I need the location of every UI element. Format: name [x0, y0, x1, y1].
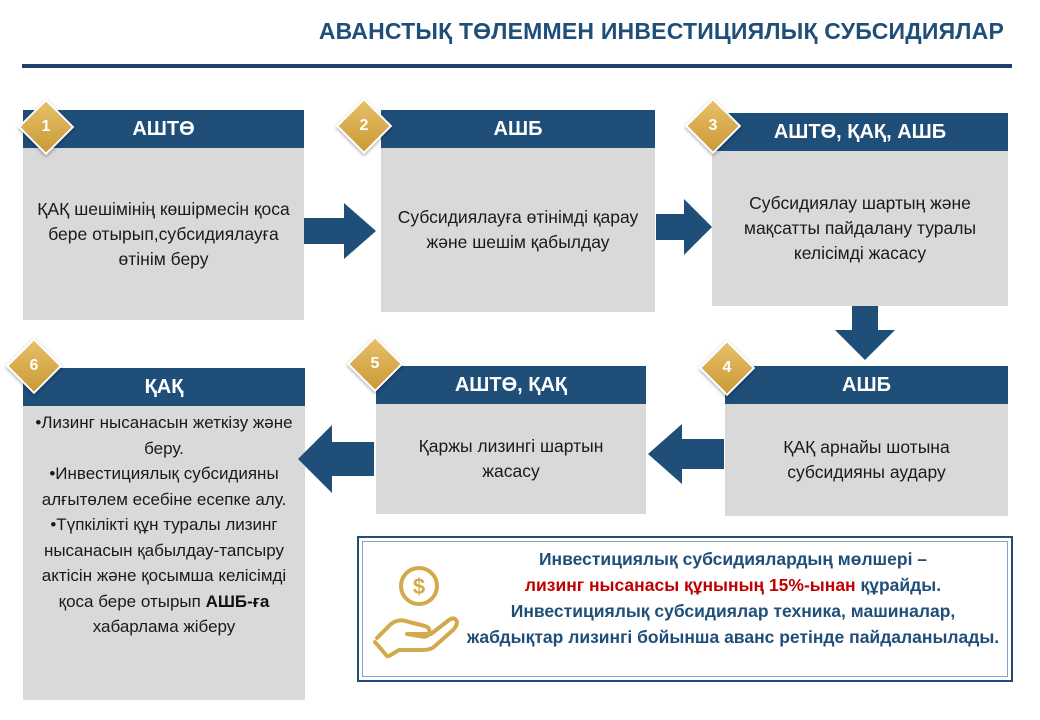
arrow-left-2 [298, 425, 374, 493]
step-6-line-1: •Лизинг нысанасын жеткізу және беру. [35, 413, 293, 458]
info-part-1: Инвестициялық субсидиялардың мөлшері – [538, 549, 928, 569]
step-card-3: АШТӨ, ҚАҚ, АШБ Субсидиялау шартың және м… [712, 113, 1008, 306]
arrow-down [835, 306, 895, 360]
step-6-line-2: •Инвестициялық субсидияны алғытөлем есеб… [41, 464, 287, 509]
arrow-right-2 [656, 199, 712, 255]
page-title: АВАНСТЫҚ ТӨЛЕММЕН ИНВЕСТИЦИЯЛЫҚ СУБСИДИЯ… [318, 18, 1004, 44]
step-1-text: ҚАҚ шешімінің көшірмесін қоса бере отыры… [37, 198, 290, 269]
step-5-header: АШТӨ, ҚАҚ [376, 366, 646, 404]
info-highlight: лизинг нысанасы құнының 15%-ынан [524, 575, 856, 595]
arrow-left-1 [648, 424, 724, 484]
step-6-line-3: •Түпкілікті құн туралы лизинг нысанасын … [41, 515, 287, 636]
step-card-4: АШБ ҚАҚ арнайы шотына субсидияны аудару [725, 366, 1008, 516]
info-part-4: Инвестициялық субсидиялар техника, машин… [466, 601, 1000, 647]
arrow-right-1 [304, 203, 376, 259]
title-underline [22, 64, 1012, 68]
money-hand-icon: $ [373, 566, 459, 658]
step-3-header: АШТӨ, ҚАҚ, АШБ [712, 113, 1008, 151]
step-2-text: Субсидиялауға өтінімді қарау және шешім … [397, 207, 639, 252]
step-6-header: ҚАҚ [23, 368, 305, 406]
step-3-text: Субсидиялау шартың және мақсатты пайдала… [743, 193, 977, 263]
svg-text:$: $ [413, 574, 425, 599]
step-card-1: АШТӨ ҚАҚ шешімінің көшірмесін қоса бере … [23, 110, 304, 320]
step-5-text: Қаржы лизингі шартын жасасу [418, 436, 604, 481]
step-card-5: АШТӨ, ҚАҚ Қаржы лизингі шартын жасасу [376, 366, 646, 514]
info-text: Инвестициялық субсидиялардың мөлшері – л… [463, 546, 1003, 650]
step-6-bold: АШБ-ға [205, 591, 270, 611]
step-6-text: •Лизинг нысанасын жеткізу және беру. •Ин… [23, 406, 305, 700]
info-part-3: құрайды. [860, 575, 942, 595]
step-2-header: АШБ [381, 110, 655, 148]
step-4-text: ҚАҚ арнайы шотына субсидияны аудару [783, 437, 950, 482]
step-card-2: АШБ Субсидиялауға өтінімді қарау және ше… [381, 110, 655, 312]
step-card-6: ҚАҚ •Лизинг нысанасын жеткізу және беру.… [23, 368, 305, 700]
step-4-header: АШБ [725, 366, 1008, 404]
info-box: $ Инвестициялық субсидиялардың мөлшері –… [357, 536, 1013, 682]
